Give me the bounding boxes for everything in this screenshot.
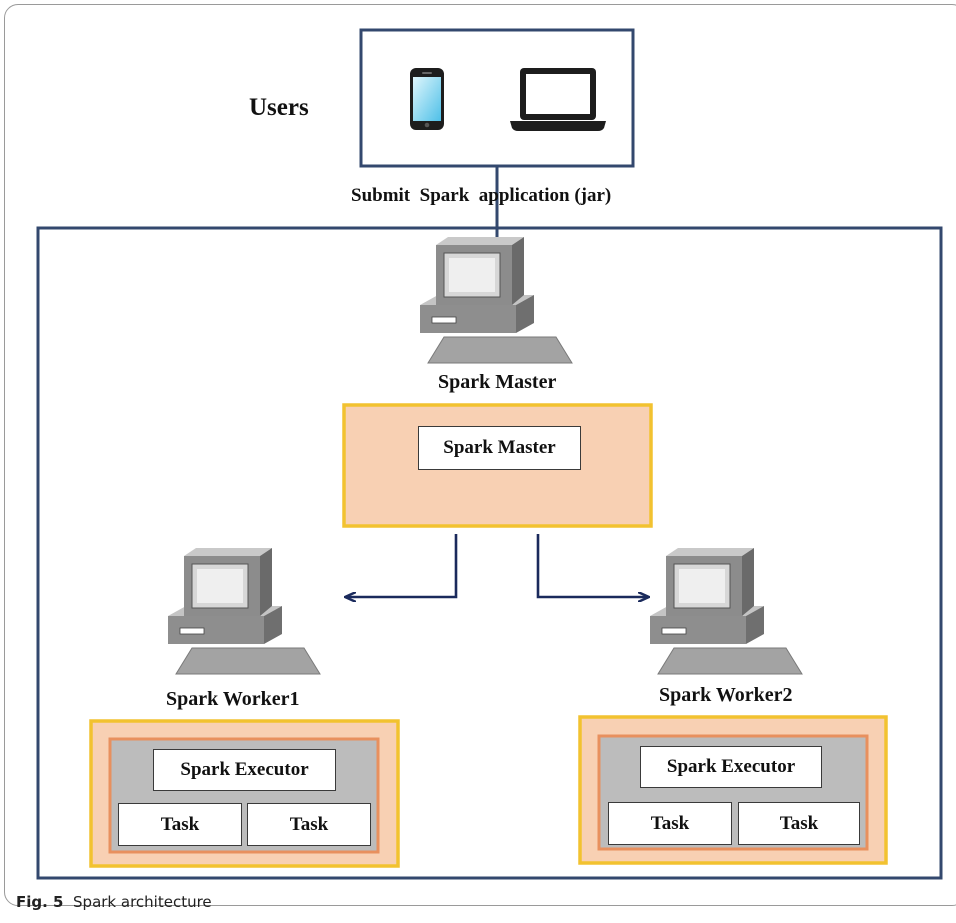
worker2-task-1: Task — [608, 802, 732, 845]
arrow-to-worker1 — [346, 534, 458, 597]
worker1-task-1: Task — [118, 803, 242, 846]
figure-frame — [4, 4, 956, 906]
users-label: Users — [249, 94, 309, 121]
spark-worker1-label: Spark Worker1 — [166, 688, 300, 710]
worker2-task-2: Task — [738, 802, 860, 845]
arrow-to-worker2 — [536, 534, 648, 597]
figure-number: Fig. 5 — [16, 893, 64, 911]
spark-worker2-label: Spark Worker2 — [659, 684, 793, 706]
cluster-box — [36, 226, 943, 880]
worker1-executor: Spark Executor — [153, 749, 336, 791]
figure-caption: Fig. 5 Spark architecture — [16, 893, 212, 911]
worker2-executor: Spark Executor — [640, 746, 822, 788]
master-computer-icon — [419, 236, 573, 364]
figure-caption-text: Spark architecture — [73, 893, 212, 911]
worker1-task-2: Task — [247, 803, 371, 846]
submit-application-label: Submit Spark application (jar) — [351, 185, 612, 206]
worker1-computer-icon — [167, 547, 321, 675]
worker2-computer-icon — [649, 547, 803, 675]
laptop-icon — [510, 68, 606, 131]
spark-master-label: Spark Master — [438, 371, 557, 393]
smartphone-icon — [410, 68, 444, 130]
spark-master-role: Spark Master — [418, 426, 581, 470]
